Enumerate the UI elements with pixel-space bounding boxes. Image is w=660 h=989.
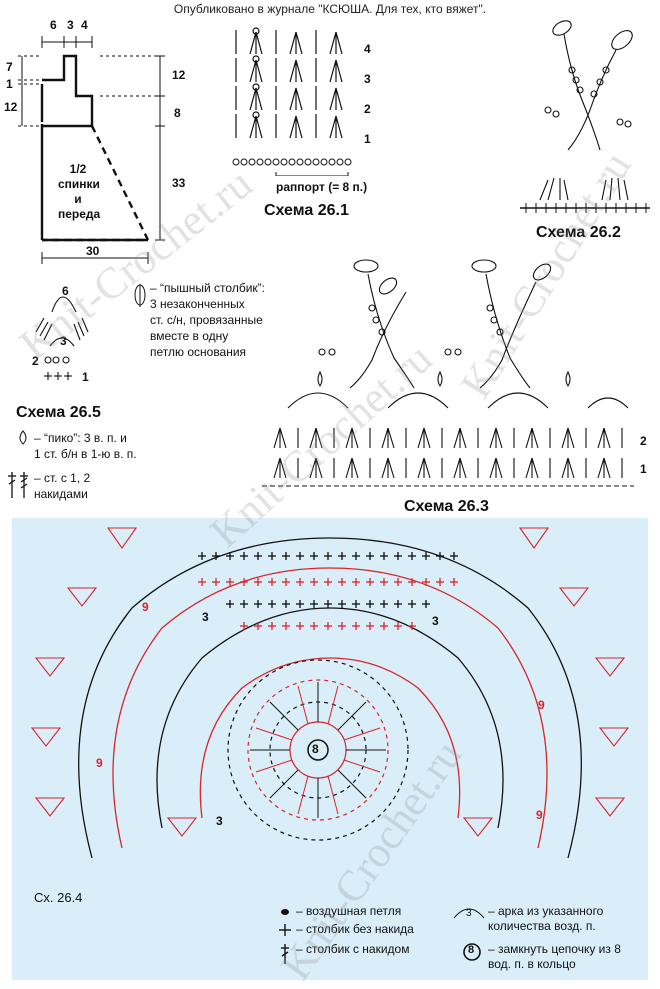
schema-26-2-title: Схема 26.2 (536, 224, 621, 241)
dim-right-33: 33 (172, 176, 186, 190)
dim-right-12: 12 (172, 68, 186, 82)
pyshny-stolbik-icon (134, 284, 146, 307)
schema-26-1-chart (232, 27, 352, 176)
s264-arc-9-c: 9 (538, 698, 545, 712)
s261-rapport: раппорт (= 8 п.) (276, 180, 368, 194)
schema-26-3-chart (262, 259, 634, 487)
dim-top-6: 6 (50, 18, 57, 32)
s265-label-1: 1 (82, 370, 89, 384)
schema-26-1-title: Схема 26.1 (264, 202, 349, 219)
s264-arc-3-b: 3 (432, 614, 439, 628)
s264-arc-9-d: 9 (536, 808, 543, 822)
chain-icon (281, 909, 289, 915)
legend-arc-number: 3 (466, 908, 472, 919)
s264-center-label: 8 (312, 742, 319, 756)
s264-arc-9-b: 9 (96, 756, 103, 770)
s264-arc-3-a: 3 (202, 610, 209, 624)
legend-stitch-1-2: – ст. с 1, 2 накидами (34, 471, 91, 501)
dim-right-8: 8 (174, 106, 181, 120)
s263-row-2: 2 (640, 434, 647, 448)
s261-row-4: 4 (364, 42, 371, 56)
legend-dc: – столбик с накидом (296, 942, 410, 956)
legend-arc: – арка из указанного количества возд. п. (488, 904, 604, 933)
schema-26-5-chart (35, 296, 89, 380)
s265-label-2: 2 (32, 354, 39, 368)
publication-note: Опубликовано в журнале "КСЮША. Для тех, … (173, 2, 487, 16)
garment-pattern (18, 36, 165, 264)
legend-piko: – “пико”: 3 в. п. и 1 ст. б/н в 1-ю в. п… (34, 431, 137, 461)
legend-stitch-icons (279, 909, 291, 964)
dim-top-3: 3 (67, 18, 74, 32)
legend-ring-number: 8 (468, 944, 475, 956)
schema-26-3-title: Схема 26.3 (404, 498, 489, 515)
s265-label-3: 3 (60, 334, 67, 348)
s264-arc-9-a: 9 (142, 600, 149, 614)
s261-row-1: 1 (364, 132, 371, 146)
legend-sc: – столбик без накида (296, 922, 414, 936)
schema-26-4-label: Сх. 26.4 (34, 890, 83, 905)
schema-26-4-chart (30, 527, 630, 859)
schema-26-4-panel: 8 9 3 3 3 9 9 9 Сх. 26.4 – воздушная пет… (12, 518, 648, 980)
schema-26-2-chart (520, 20, 650, 213)
dim-left-1: 1 (6, 77, 13, 91)
s261-row-3: 3 (364, 72, 371, 86)
legend-ring: – замкнуть цепочку из 8 вод. п. в кольцо (488, 942, 621, 971)
dim-top-4: 4 (81, 18, 88, 32)
dim-bottom-30: 30 (86, 244, 100, 258)
arc-icon (453, 908, 485, 919)
legend-pyshny: – “пышный столбик”: 3 незаконченных ст. … (150, 281, 265, 359)
s261-row-2: 2 (364, 102, 371, 116)
legend-chain: – воздушная петля (296, 904, 402, 918)
s265-label-6: 6 (62, 284, 69, 298)
dim-left-7: 7 (6, 60, 13, 74)
stitch-1-2-yo-icon (8, 472, 28, 498)
s263-row-1: 1 (640, 462, 647, 476)
s264-arc-3-c: 3 (216, 814, 223, 828)
schema-26-5-title: Схема 26.5 (16, 404, 101, 421)
piko-icon (19, 430, 27, 445)
dim-left-12: 12 (4, 100, 18, 114)
ring-icon (463, 943, 481, 961)
